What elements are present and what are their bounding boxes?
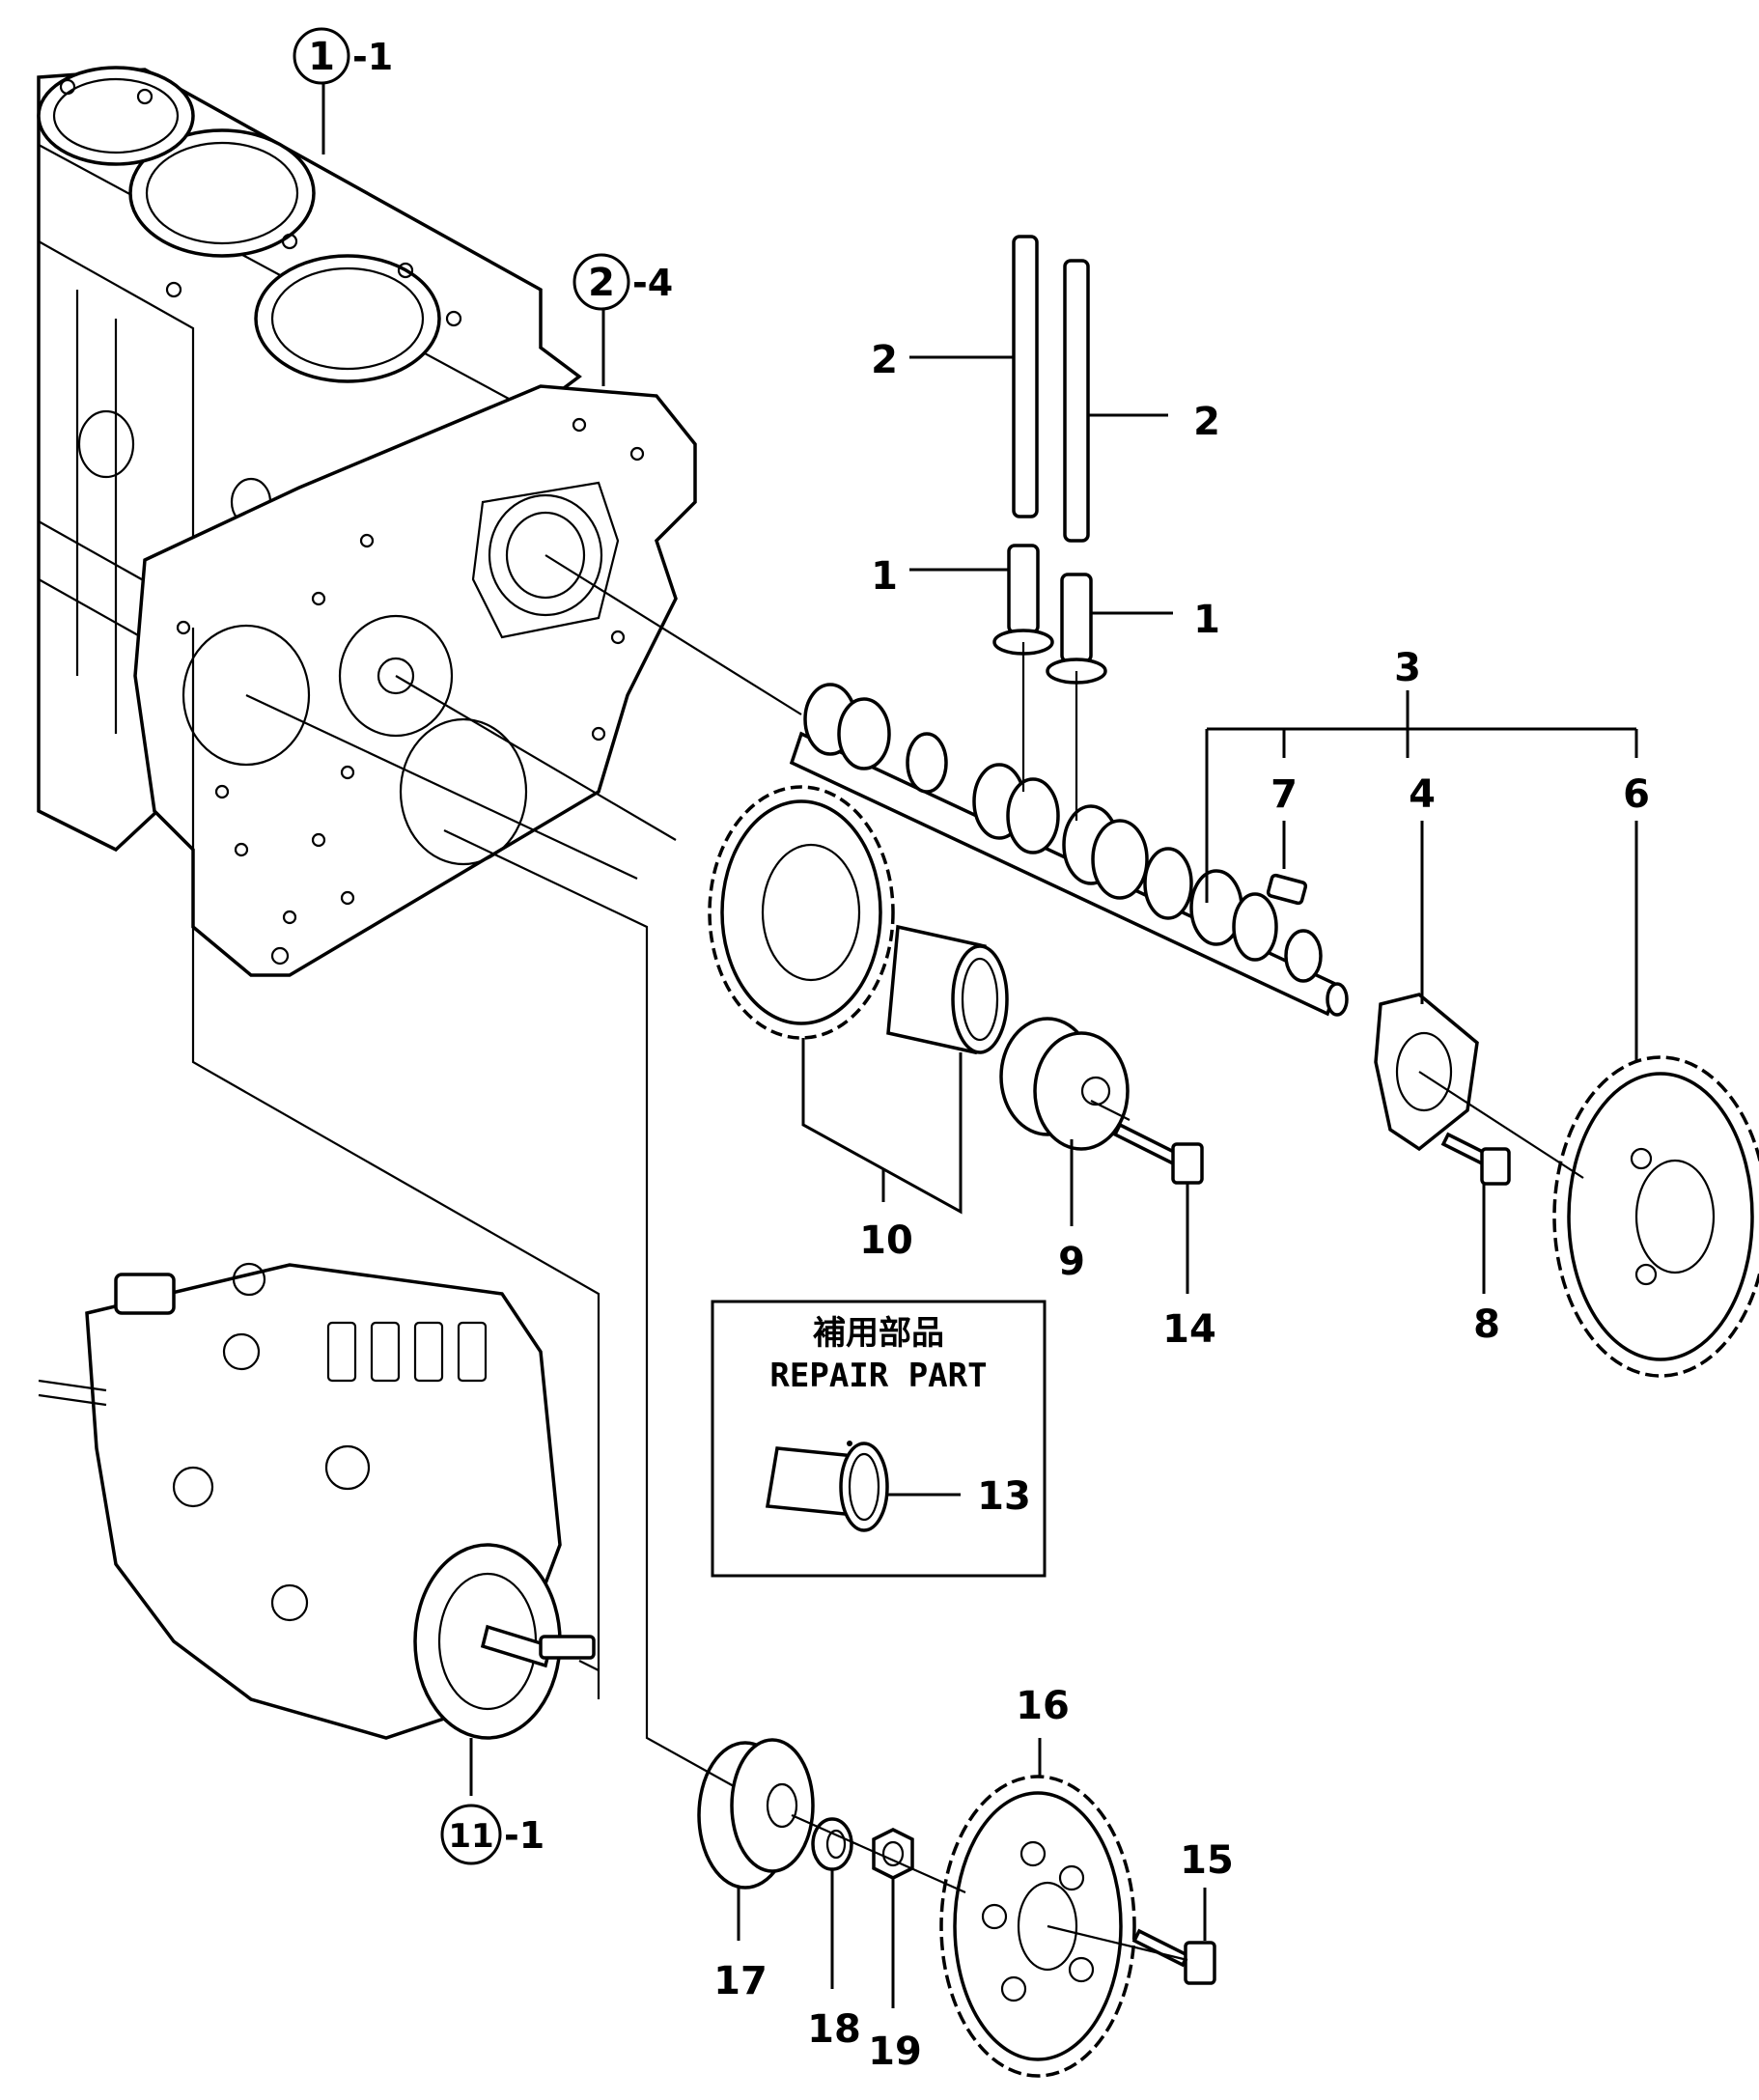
callout-1: 1 [1193,598,1220,642]
callout-9: 9 [1058,1240,1085,1284]
callout-6: 6 [1623,772,1650,817]
circled-ref-suffix: -1 [504,1814,544,1857]
leader-lines [321,81,1638,2008]
callout-1: 1 [871,554,898,599]
repair-part-box: 補用部品 REPAIR PART 13 [711,1300,1047,1578]
camshaft [789,683,1349,1017]
circled-ref-suffix: -4 [632,262,673,304]
bolt-15 [1131,1928,1216,1985]
callout-17: 17 [713,1959,768,2003]
gear-case-plate [133,384,697,977]
tappets [992,544,1107,685]
circled-ref-number: 2 [588,261,615,305]
cam-gear [1552,1055,1759,1378]
assembly-lines [191,554,1584,1962]
callout-4: 4 [1409,772,1436,817]
fuel-injection-pump [38,1262,596,1740]
circled-ref-1: 1 -1 [293,27,393,85]
bolt-14 [1112,1122,1204,1185]
callout-2: 2 [871,338,898,382]
callout-16: 16 [1016,1684,1070,1728]
callout-3: 3 [1394,646,1421,690]
callout-18: 18 [807,2007,861,2052]
fuel-pump-gear [939,1775,1136,2078]
idle-gear [708,785,895,1040]
bushing [886,924,1009,1055]
callout-19: 19 [868,2030,922,2074]
callout-13: 13 [977,1474,1031,1519]
circled-ref-number: 1 [308,35,335,79]
circled-ref-suffix: -1 [352,36,393,78]
circled-ref-number: 11 [448,1817,493,1856]
repair-part-title-en: REPAIR PART [769,1357,987,1395]
callout-8: 8 [1473,1302,1500,1347]
circled-ref-11: 11 -1 [440,1804,544,1865]
thrust-plate [1374,993,1479,1152]
callout-15: 15 [1180,1838,1234,1883]
drive-flange [697,1738,815,1890]
callout-10: 10 [859,1218,913,1263]
repair-part-title-jp: 補用部品 [813,1314,944,1353]
callout-2: 2 [1193,400,1220,444]
push-rods [1012,235,1090,543]
bolt-8 [1440,1132,1511,1186]
callout-14: 14 [1162,1307,1216,1352]
circled-ref-2: 2 -4 [572,253,673,311]
idle-gear-shaft [999,1017,1130,1151]
callout-7: 7 [1270,772,1298,817]
key-part [1266,873,1308,906]
